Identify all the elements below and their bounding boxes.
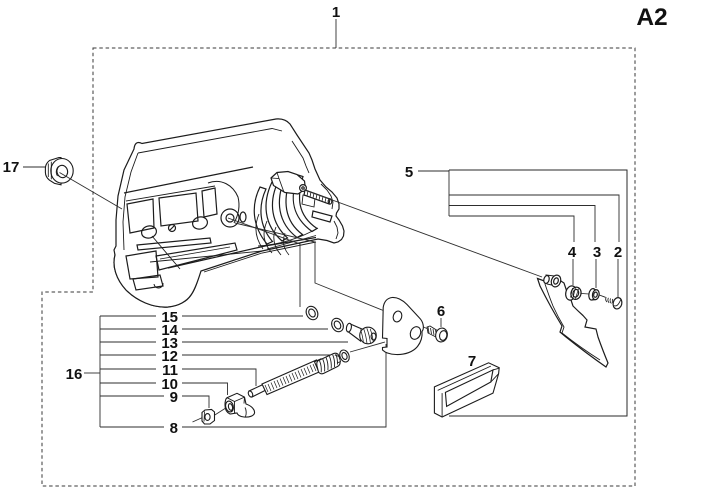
svg-text:2: 2	[614, 244, 622, 261]
svg-text:A2: A2	[636, 4, 667, 31]
svg-text:6: 6	[437, 303, 445, 320]
svg-text:5: 5	[405, 164, 413, 181]
svg-text:16: 16	[66, 366, 83, 383]
svg-text:7: 7	[468, 353, 476, 370]
svg-text:8: 8	[170, 420, 178, 437]
svg-text:14: 14	[161, 322, 178, 339]
svg-text:10: 10	[161, 376, 178, 393]
svg-text:17: 17	[3, 159, 20, 176]
svg-text:13: 13	[161, 335, 178, 352]
svg-text:4: 4	[568, 244, 577, 261]
svg-text:1: 1	[332, 4, 340, 21]
svg-text:9: 9	[170, 389, 178, 406]
svg-text:3: 3	[593, 244, 601, 261]
svg-text:15: 15	[161, 309, 178, 326]
svg-text:11: 11	[162, 362, 178, 379]
svg-text:12: 12	[161, 348, 178, 365]
